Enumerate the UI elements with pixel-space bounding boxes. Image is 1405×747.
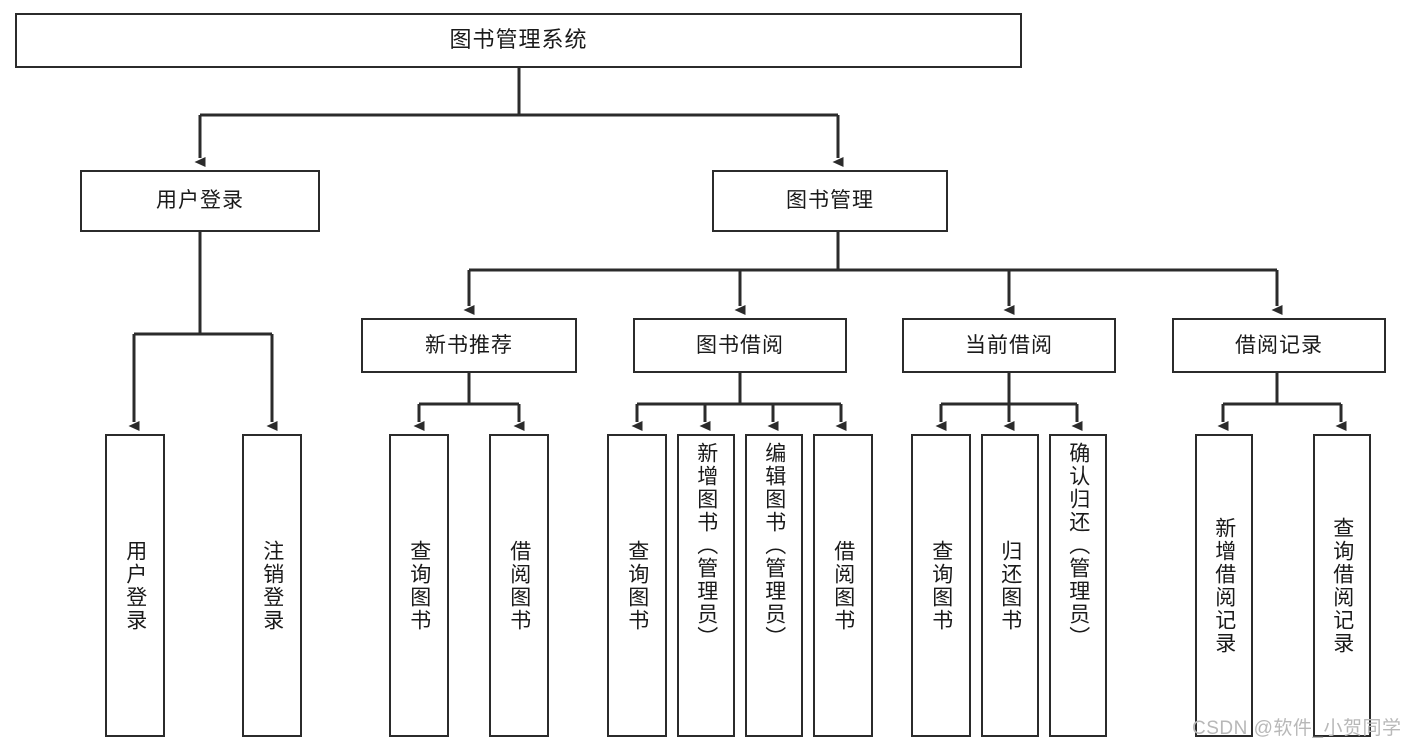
- leaf-book-borrow-3-label: 编辑图书（管理员）: [762, 442, 786, 649]
- node-user-login-label: 用户登录: [156, 189, 244, 213]
- leaf-current-borrow-1-label: 查询图书: [929, 539, 953, 632]
- leaf-borrow-record-1[interactable]: 新增借阅记录: [1195, 434, 1253, 737]
- node-root[interactable]: 图书管理系统: [15, 13, 1022, 68]
- leaf-new-book-1-label: 查询图书: [407, 539, 431, 632]
- leaf-new-book-2[interactable]: 借阅图书: [489, 434, 549, 737]
- leaf-borrow-record-1-label: 新增借阅记录: [1212, 516, 1236, 655]
- node-book-borrow[interactable]: 图书借阅: [633, 318, 847, 373]
- node-book-borrow-label: 图书借阅: [696, 333, 784, 357]
- leaf-book-borrow-3[interactable]: 编辑图书（管理员）: [745, 434, 803, 737]
- node-new-book-recommend-label: 新书推荐: [425, 333, 513, 357]
- leaf-current-borrow-2[interactable]: 归还图书: [981, 434, 1039, 737]
- leaf-borrow-record-2-label: 查询借阅记录: [1330, 516, 1354, 655]
- leaf-book-borrow-1-label: 查询图书: [625, 539, 649, 632]
- leaf-user-login-2[interactable]: 注销登录: [242, 434, 302, 737]
- node-borrow-record-label: 借阅记录: [1235, 333, 1323, 357]
- leaf-current-borrow-3-label: 确认归还（管理员）: [1066, 442, 1090, 649]
- leaf-borrow-record-2[interactable]: 查询借阅记录: [1313, 434, 1371, 737]
- leaf-book-borrow-4-label: 借阅图书: [831, 539, 855, 632]
- watermark: CSDN @软件_小贺同学: [1192, 718, 1402, 739]
- node-current-borrow[interactable]: 当前借阅: [902, 318, 1116, 373]
- leaf-book-borrow-1[interactable]: 查询图书: [607, 434, 667, 737]
- leaf-user-login-1[interactable]: 用户登录: [105, 434, 165, 737]
- node-book-manage-label: 图书管理: [786, 189, 874, 213]
- leaf-book-borrow-2-label: 新增图书（管理员）: [694, 442, 718, 649]
- node-new-book-recommend[interactable]: 新书推荐: [361, 318, 577, 373]
- node-root-label: 图书管理系统: [449, 27, 588, 53]
- leaf-new-book-2-label: 借阅图书: [507, 539, 531, 632]
- leaf-current-borrow-2-label: 归还图书: [998, 539, 1022, 632]
- node-borrow-record[interactable]: 借阅记录: [1172, 318, 1386, 373]
- node-current-borrow-label: 当前借阅: [965, 333, 1053, 357]
- node-book-manage[interactable]: 图书管理: [712, 170, 948, 232]
- node-user-login[interactable]: 用户登录: [80, 170, 320, 232]
- leaf-user-login-2-label: 注销登录: [260, 539, 284, 632]
- leaf-new-book-1[interactable]: 查询图书: [389, 434, 449, 737]
- leaf-current-borrow-1[interactable]: 查询图书: [911, 434, 971, 737]
- leaf-book-borrow-2[interactable]: 新增图书（管理员）: [677, 434, 735, 737]
- leaf-current-borrow-3[interactable]: 确认归还（管理员）: [1049, 434, 1107, 737]
- leaf-user-login-1-label: 用户登录: [123, 539, 147, 632]
- leaf-book-borrow-4[interactable]: 借阅图书: [813, 434, 873, 737]
